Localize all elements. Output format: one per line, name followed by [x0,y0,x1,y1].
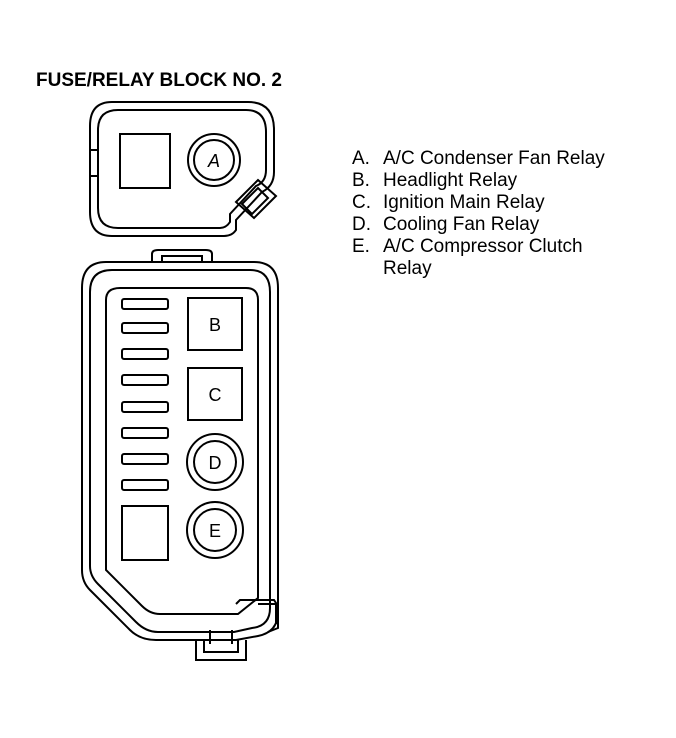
legend-key: E. [352,236,370,257]
relay-e-label: E [209,521,221,541]
legend-key: C. [352,192,371,213]
relay-c: C [187,367,243,421]
relay-e: E [186,501,244,559]
relay-b: B [187,297,243,351]
fuse-slot [121,374,169,386]
fuse-slot [121,298,169,310]
fuse-slot [121,479,169,491]
fuse-slot [121,453,169,465]
fuse-slot [121,401,169,413]
legend-text: A/C Condenser Fan Relay [383,148,605,169]
legend-item: D. Cooling Fan Relay [352,214,605,236]
legend-text: A/C Compressor Clutch [383,236,583,257]
legend-text: Cooling Fan Relay [383,214,540,235]
legend-item: C. Ignition Main Relay [352,192,605,214]
relay-d: D [186,433,244,491]
relay-legend: A. A/C Condenser Fan Relay B. Headlight … [352,148,605,280]
fuse-slots [121,298,169,491]
relay-d-label: D [209,453,222,473]
legend-text: Headlight Relay [383,170,518,191]
legend-item: B. Headlight Relay [352,170,605,192]
legend-text: Ignition Main Relay [383,192,545,213]
relay-b-label: B [209,315,221,335]
legend-key: D. [352,214,371,235]
fuse-slot [121,348,169,360]
diagram-title: FUSE/RELAY BLOCK NO. 2 [36,70,282,91]
upper-fuse-slot [119,133,171,189]
relay-c-label: C [209,385,222,405]
lower-fuse-slot [121,505,169,561]
relay-a-label: A [207,151,220,171]
relay-a: A [187,133,241,187]
lower-block [81,249,279,661]
legend-continuation: Relay [383,258,432,279]
legend-item: E. A/C Compressor Clutch [352,236,605,258]
legend-key: A. [352,148,370,169]
legend-item: A. A/C Condenser Fan Relay [352,148,605,170]
upper-block [89,101,278,237]
fuse-slot [121,427,169,439]
legend-key: B. [352,170,370,191]
fuse-slot [121,322,169,334]
